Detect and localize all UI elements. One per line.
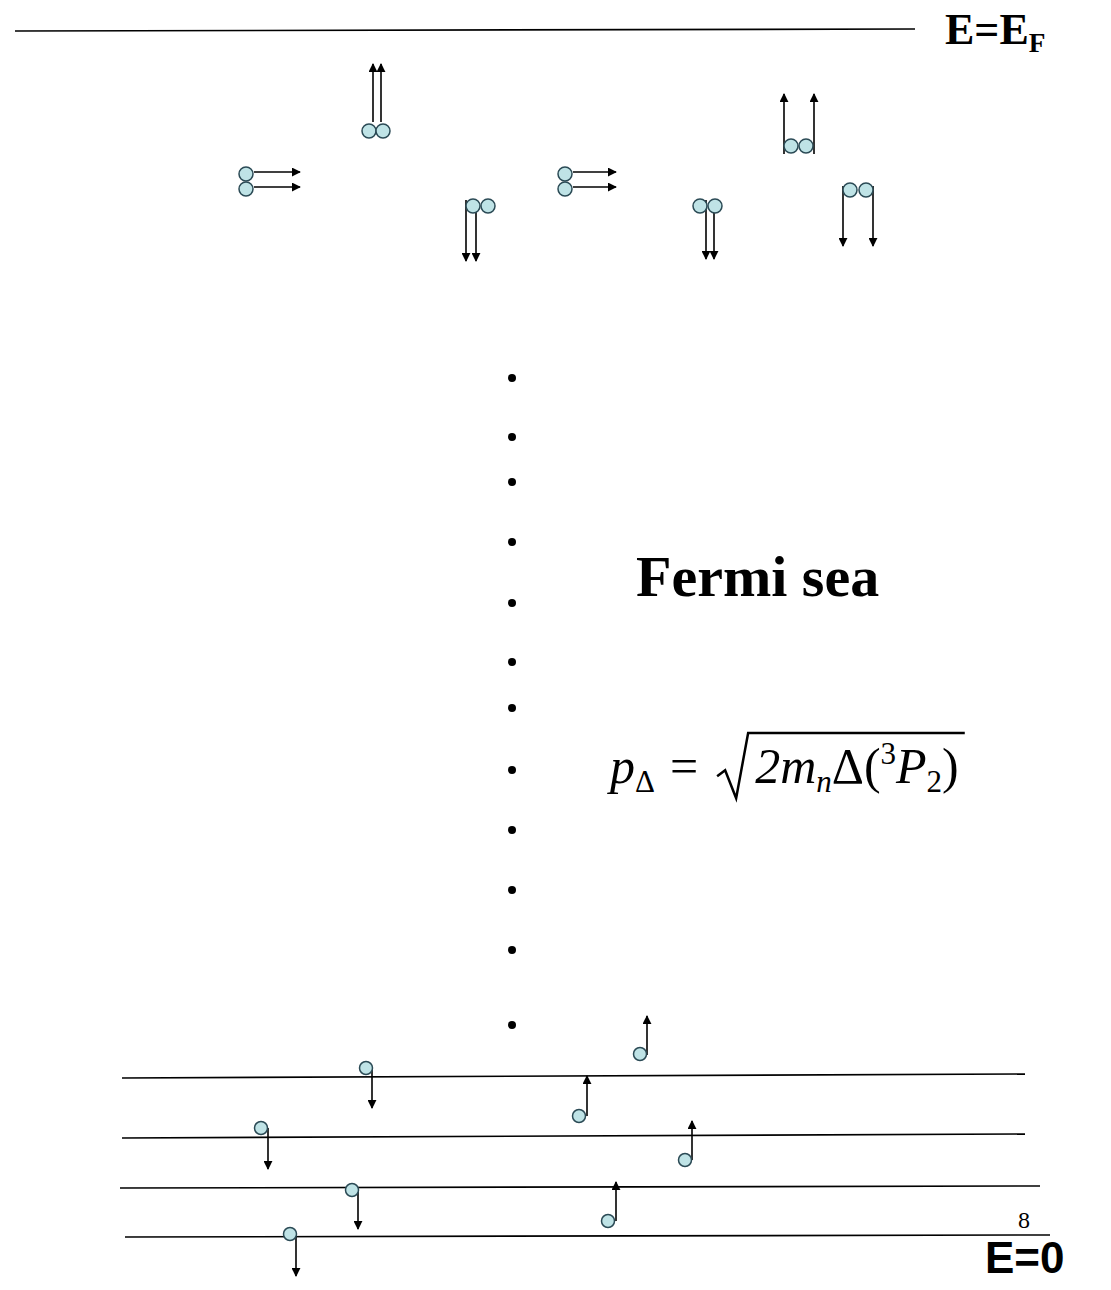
slide-number: 8 — [1018, 1208, 1030, 1232]
label-text: 3 — [881, 736, 897, 771]
fermi-level-label: E=EF — [945, 8, 1045, 57]
label-text: P — [896, 738, 927, 794]
label-text: n — [816, 764, 832, 799]
zero-energy-label: E=0 — [985, 1236, 1065, 1280]
label-text: E=0 — [985, 1233, 1065, 1282]
gap-momentum-formula: pΔ = 2mnΔ(3P2) — [610, 738, 959, 797]
fermi-sea-label: Fermi sea — [636, 548, 879, 606]
energy-level-line — [122, 1134, 1025, 1138]
page-number: 8 — [1018, 1207, 1030, 1233]
label-text: Δ — [635, 764, 655, 799]
label-text: = — [670, 738, 698, 794]
energy-levels — [15, 29, 1050, 1237]
label-text: 2m — [755, 738, 816, 794]
label-text: 2 — [927, 764, 943, 799]
energy-level-line — [122, 1074, 1025, 1078]
neutrons — [239, 124, 873, 1241]
energy-level-line — [120, 1186, 1040, 1188]
radical-sign — [717, 733, 965, 798]
spin-arrows — [254, 64, 873, 1276]
label-text: Fermi sea — [636, 544, 879, 609]
energy-level-line — [125, 1235, 1050, 1237]
label-text: Δ( — [832, 738, 881, 794]
label-text: F — [1029, 28, 1046, 58]
fermi-level-line — [15, 29, 915, 31]
label-text: ) — [942, 738, 959, 794]
label-text: E=E — [945, 5, 1029, 54]
label-text: p — [610, 738, 635, 794]
ellipsis-dots — [508, 374, 516, 1029]
